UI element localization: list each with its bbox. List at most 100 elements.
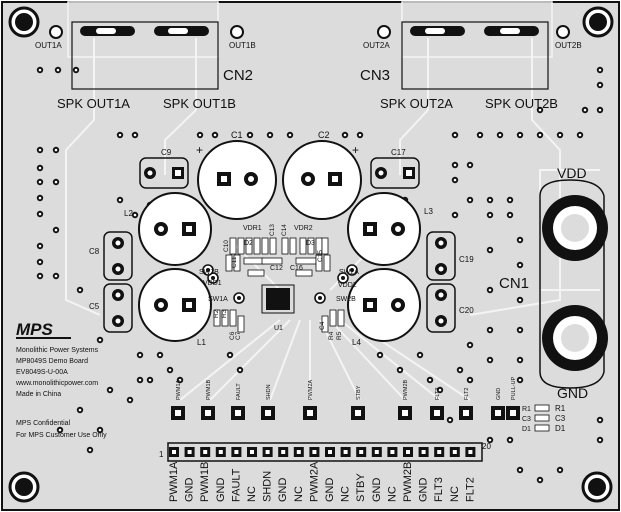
header-label: GND xyxy=(184,478,196,503)
test-point-label: PWM2B xyxy=(403,380,409,401)
label-l2: L2 xyxy=(124,209,133,218)
label-out2a: OUT2A xyxy=(363,41,390,50)
test-point-label: STBY xyxy=(356,385,362,400)
brand-line-3: EV8049S-U-00A xyxy=(16,369,68,376)
header-label: STBY xyxy=(355,473,367,502)
label-c3-right: C3 xyxy=(555,414,566,423)
brand-line-5: Made in China xyxy=(16,391,61,398)
header-label: SHDN xyxy=(262,471,274,502)
cn3-connector xyxy=(377,1,570,90)
component-label: C4 xyxy=(319,321,326,330)
cap-c17 xyxy=(370,157,420,189)
header-label: PWM1B xyxy=(199,462,211,502)
label-c12: C12 xyxy=(270,265,283,272)
label-d3: D3 xyxy=(306,240,315,247)
label-gnd: GND xyxy=(557,385,588,401)
label-c5: C5 xyxy=(89,302,100,311)
cap-c1 xyxy=(197,140,277,220)
label-c3: C3 xyxy=(522,416,531,423)
component-label: C13 xyxy=(269,224,276,236)
label-cn2: CN2 xyxy=(223,67,253,84)
label-out2b: OUT2B xyxy=(555,41,582,50)
component-label: C14 xyxy=(281,224,288,236)
component-label: R2 xyxy=(213,309,220,318)
pcb-traces xyxy=(65,38,600,401)
label-spk-out1a: SPK OUT1A xyxy=(57,96,130,111)
header-label: GND xyxy=(371,478,383,503)
test-point-label: PWM1B xyxy=(206,380,212,401)
test-point-label: PWM2A xyxy=(308,380,314,401)
label-sw2a: SW2A xyxy=(339,269,359,276)
cap-c5 xyxy=(103,283,133,333)
label-vdd: VDD xyxy=(557,165,587,181)
component-label: R4 xyxy=(328,331,335,340)
test-point-label: FLT3 xyxy=(435,388,441,400)
label-vdd1: VDD1 xyxy=(203,280,222,287)
smd-parts xyxy=(202,237,358,333)
inductor-l3 xyxy=(347,192,421,266)
label-c16: C16 xyxy=(290,265,303,272)
label-cn1: CN1 xyxy=(499,275,529,292)
header-label: PWM2A xyxy=(308,461,320,502)
inductor-l2 xyxy=(138,192,212,266)
label-out1b: OUT1B xyxy=(229,41,256,50)
header-label: PWM1A xyxy=(168,461,180,502)
test-point-label: PULL-UP xyxy=(511,376,517,400)
cap-c9 xyxy=(139,157,189,189)
confidential-line-2: For MPS Customer Use Only xyxy=(16,432,107,439)
vias xyxy=(36,66,604,484)
label-vdr1: VDR1 xyxy=(243,225,262,232)
header-label: NC xyxy=(386,486,398,502)
component-label: C7 xyxy=(235,331,242,340)
inductor-l4 xyxy=(347,268,421,342)
header-label: FLT3 xyxy=(433,477,445,502)
confidential-line-1: MPS Confidential xyxy=(16,420,71,427)
pin-header xyxy=(167,442,483,462)
component-label: C11 xyxy=(231,256,238,268)
header-label: NC xyxy=(246,486,258,502)
test-point-label: FAULT xyxy=(236,383,242,400)
label-d1-right: D1 xyxy=(555,424,566,433)
cap-c19 xyxy=(426,231,456,281)
mounting-holes xyxy=(8,6,614,503)
label-out1a: OUT1A xyxy=(35,41,62,50)
r1-c3-d1-parts xyxy=(534,404,550,432)
label-l4: L4 xyxy=(352,338,361,347)
test-points xyxy=(171,406,520,420)
label-c17: C17 xyxy=(391,148,406,157)
label-vdd2: VDD2 xyxy=(338,282,357,289)
label-spk-out2b: SPK OUT2B xyxy=(485,96,558,111)
header-label: FLT2 xyxy=(464,477,476,502)
inductor-l1 xyxy=(138,268,212,342)
brand-line-2: MP8049S Demo Board xyxy=(16,358,88,365)
label-c2: C2 xyxy=(318,130,330,140)
cn2-connector xyxy=(49,1,244,90)
label-sw1b: SW1B xyxy=(199,269,219,276)
label-spk-out2a: SPK OUT2A xyxy=(380,96,453,111)
label-l3: L3 xyxy=(424,207,433,216)
label-d1: D1 xyxy=(522,426,531,433)
label-c1: C1 xyxy=(231,130,243,140)
test-point-label: FLT2 xyxy=(464,388,470,400)
label-c20: C20 xyxy=(459,306,474,315)
component-label: C10 xyxy=(223,240,230,252)
header-label: NC xyxy=(449,486,461,502)
logo-text: MPS xyxy=(16,320,54,339)
cap-c8 xyxy=(103,231,133,281)
label-l1: L1 xyxy=(197,338,206,347)
label-r1: R1 xyxy=(522,406,531,413)
header-label: NC xyxy=(340,486,352,502)
label-c9: C9 xyxy=(161,148,172,157)
label-spk-out1b: SPK OUT1B xyxy=(163,96,236,111)
header-pin-start: 1 xyxy=(159,450,164,459)
label-c8: C8 xyxy=(89,247,100,256)
component-label: C15 xyxy=(317,250,324,262)
label-d2: D2 xyxy=(244,240,253,247)
header-label: GND xyxy=(324,478,336,503)
header-label: GND xyxy=(215,478,227,503)
header-label: PWM2B xyxy=(402,462,414,502)
label-u1: U1 xyxy=(274,325,283,332)
ic-u1 xyxy=(261,284,295,314)
